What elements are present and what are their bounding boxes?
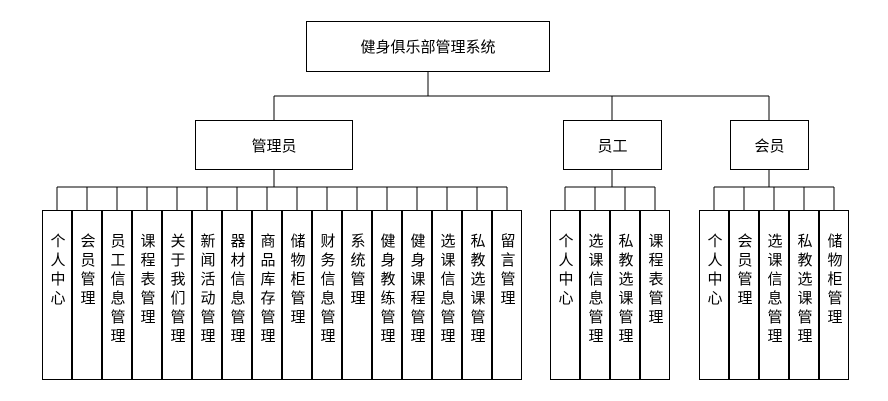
- leaf-admin-11: 系统管理: [342, 210, 372, 380]
- leaf-admin-2: 会员管理: [72, 210, 102, 380]
- leaf-label: 储物柜管理: [825, 233, 844, 328]
- leaf-admin-6: 新闻活动管理: [192, 210, 222, 380]
- root-label: 健身俱乐部管理系统: [360, 38, 496, 56]
- leaf-label: 课程表管理: [138, 233, 157, 328]
- leaf-admin-1: 个人中心: [42, 210, 72, 380]
- leaf-label: 器材信息管理: [228, 233, 247, 347]
- leaf-label: 个人中心: [48, 233, 67, 309]
- group-member: 会员: [730, 120, 809, 170]
- group-member-label: 会员: [754, 136, 785, 155]
- group-staff-label: 员工: [597, 136, 628, 155]
- leaf-staff-1: 个人中心: [550, 210, 580, 380]
- leaf-label: 商品库存管理: [258, 233, 277, 347]
- group-admin: 管理员: [195, 120, 353, 170]
- leaf-member-5: 储物柜管理: [819, 210, 849, 380]
- leaf-label: 选课信息管理: [438, 233, 457, 347]
- leaf-member-1: 个人中心: [699, 210, 729, 380]
- leaf-label: 留言管理: [498, 233, 517, 309]
- group-admin-label: 管理员: [251, 136, 297, 155]
- leaf-label: 储物柜管理: [288, 233, 307, 328]
- leaf-staff-3: 私教选课管理: [610, 210, 640, 380]
- leaf-label: 会员管理: [78, 233, 97, 309]
- leaf-label: 新闻活动管理: [198, 233, 217, 347]
- leaf-label: 选课信息管理: [765, 233, 784, 347]
- leaf-label: 员工信息管理: [108, 233, 127, 347]
- leaf-admin-10: 财务信息管理: [312, 210, 342, 380]
- leaf-admin-15: 私教选课管理: [462, 210, 492, 380]
- leaf-admin-16: 留言管理: [492, 210, 522, 380]
- leaf-member-4: 私教选课管理: [789, 210, 819, 380]
- leaf-staff-4: 课程表管理: [640, 210, 670, 380]
- leaf-label: 私教选课管理: [795, 233, 814, 347]
- group-staff: 员工: [563, 120, 662, 170]
- leaf-label: 会员管理: [735, 233, 754, 309]
- leaf-admin-9: 储物柜管理: [282, 210, 312, 380]
- leaf-label: 健身课程管理: [408, 233, 427, 347]
- leaf-label: 课程表管理: [646, 233, 665, 328]
- leaf-admin-8: 商品库存管理: [252, 210, 282, 380]
- leaf-admin-12: 健身教练管理: [372, 210, 402, 380]
- leaf-label: 个人中心: [556, 233, 575, 309]
- leaf-label: 个人中心: [705, 233, 724, 309]
- leaf-admin-7: 器材信息管理: [222, 210, 252, 380]
- leaf-label: 私教选课管理: [468, 233, 487, 347]
- leaf-admin-13: 健身课程管理: [402, 210, 432, 380]
- leaf-staff-2: 选课信息管理: [580, 210, 610, 380]
- leaf-label: 选课信息管理: [586, 233, 605, 347]
- leaf-member-2: 会员管理: [729, 210, 759, 380]
- leaf-admin-5: 关于我们管理: [162, 210, 192, 380]
- leaf-label: 私教选课管理: [616, 233, 635, 347]
- leaf-label: 系统管理: [348, 233, 367, 309]
- leaf-admin-14: 选课信息管理: [432, 210, 462, 380]
- leaf-label: 财务信息管理: [318, 233, 337, 347]
- leaf-label: 健身教练管理: [378, 233, 397, 347]
- root-node: 健身俱乐部管理系统: [306, 21, 550, 72]
- leaf-member-3: 选课信息管理: [759, 210, 789, 380]
- leaf-admin-4: 课程表管理: [132, 210, 162, 380]
- leaf-label: 关于我们管理: [168, 233, 187, 347]
- leaf-admin-3: 员工信息管理: [102, 210, 132, 380]
